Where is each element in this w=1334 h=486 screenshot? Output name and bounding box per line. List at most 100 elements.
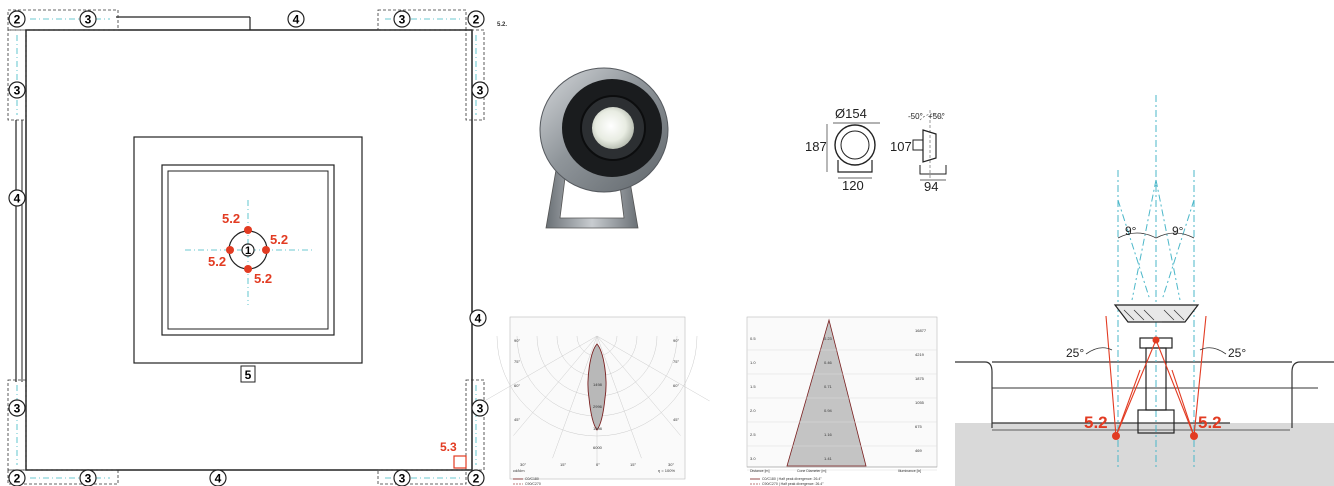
polar-angle-left-2: 60° <box>514 383 520 388</box>
section-fixture-label-left: 5.2 <box>1084 413 1108 432</box>
front-view-lens <box>840 130 870 160</box>
cone-diameter-5: 1.41 <box>824 456 833 461</box>
front-view-bracket <box>837 160 873 173</box>
section-fixture-dot-left <box>1112 432 1120 440</box>
polar-legend-0: C0/C180 <box>525 477 539 481</box>
polar-curve <box>587 343 607 431</box>
svg-text:1: 1 <box>245 245 251 257</box>
plan-corner-fixture-label: 5.3 <box>440 440 457 454</box>
svg-text:3: 3 <box>85 472 92 486</box>
cone-illum-0: 16877 <box>915 328 927 333</box>
polar-bottom-angle-2: 0° <box>596 462 600 467</box>
section-beam-angle-right: 9° <box>1172 224 1184 238</box>
cone-diameter-3: 0.94 <box>824 408 833 413</box>
dim-tilt-plus: +50° <box>928 112 945 121</box>
polar-angle-right-0: 90° <box>673 338 679 343</box>
cone-row-1: 1.0 0.46 4219 <box>747 352 937 375</box>
dim-height: 187 <box>805 139 827 154</box>
cone-col-illum: Illuminance [lx] <box>898 469 921 473</box>
cone-legend-1: C90/C270 | Half peak divergence: 26.4° <box>762 482 824 486</box>
section-ground <box>955 423 1334 486</box>
section-fixture-dot-right <box>1190 432 1198 440</box>
cone-illum-3: 1055 <box>915 400 925 405</box>
plan-outer-frame <box>25 29 473 471</box>
polar-spoke-5 <box>596 335 681 436</box>
polar-efficiency: η = 100% <box>658 468 675 473</box>
polar-value-2: 1698 <box>593 426 603 431</box>
svg-text:3: 3 <box>399 472 406 486</box>
plan-view: 5.2 5.2 5.2 5.2 5.3 <box>7 9 485 485</box>
plan-pool-marker: 5 <box>245 368 252 382</box>
plan-dashed-boxes <box>7 9 485 485</box>
fixture-photo: 5.2. <box>497 22 669 229</box>
polar-spoke-6 <box>596 335 710 402</box>
section-view: 9° 9° 25° 25° 5.2 5.2 <box>955 95 1334 486</box>
section-tilt-angle-right: 25° <box>1228 346 1246 360</box>
side-view-body <box>922 129 937 163</box>
plan-marker-side_long-14: 4 <box>469 309 487 327</box>
cone-illum-1: 4219 <box>915 352 925 357</box>
cone-distance-5: 3.0 <box>750 456 756 461</box>
cone-illum-2: 1875 <box>915 376 925 381</box>
cone-col-distance: Distance [m] <box>750 469 769 473</box>
plan-marker-side_short-8: 3 <box>8 399 26 417</box>
cone-distance-2: 1.5 <box>750 384 756 389</box>
side-view-bracket <box>919 165 947 175</box>
plan-marker-side_short-7: 3 <box>471 81 489 99</box>
polar-bottom-angle-3: 15° <box>630 462 636 467</box>
plan-marker-side_long-13: 4 <box>8 189 26 207</box>
polar-unit: cd/klm <box>513 468 525 473</box>
polar-angle-left-3: 45° <box>514 417 520 422</box>
cone-distance-0: 0.5 <box>750 336 756 341</box>
section-light-beams <box>1105 315 1207 437</box>
plan-marker-center-16: 1 <box>241 243 255 257</box>
cone-col-cone: Cone Diameter [m] <box>797 469 826 473</box>
plan-fixture-label-right: 5.2 <box>270 232 288 247</box>
svg-text:3: 3 <box>14 84 21 98</box>
svg-text:4: 4 <box>475 312 482 326</box>
svg-text:4: 4 <box>293 13 300 27</box>
pool-outer-edge <box>133 136 363 364</box>
dimension-drawings: Ø154 187 120 -50° +50° 107 94 <box>805 106 947 194</box>
polar-angle-right-3: 45° <box>673 417 679 422</box>
plan-marker-corner-3: 2 <box>467 469 485 486</box>
polar-spoke-1 <box>513 335 598 436</box>
cone-illum-4: 675 <box>915 424 922 429</box>
polar-legend-1: C90/C270 <box>525 482 541 486</box>
plan-marker-corner-1: 2 <box>467 10 485 28</box>
fixture-dot-left <box>226 246 234 254</box>
section-fixture-label-right: 5.2 <box>1198 413 1222 432</box>
polar-angle-right-2: 60° <box>673 383 679 388</box>
svg-text:3: 3 <box>477 84 484 98</box>
section-beam-angle-left: 9° <box>1125 224 1137 238</box>
svg-text:4: 4 <box>215 472 222 486</box>
plan-marker-corner-2: 2 <box>8 469 26 486</box>
polar-spoke-2 <box>552 335 598 459</box>
cone-shape <box>786 318 867 467</box>
polar-value-3: 6000 <box>593 445 603 450</box>
plan-marker-side_long-12: 4 <box>287 10 305 28</box>
plan-axis-lines <box>16 18 477 479</box>
fixture-lens <box>592 107 634 149</box>
svg-text:2: 2 <box>14 472 21 486</box>
cone-diameter-2: 0.71 <box>824 384 833 389</box>
polar-bottom-angle-0: 30° <box>520 462 526 467</box>
polar-value-0: 1498 <box>593 382 603 387</box>
cone-distance-1: 1.0 <box>750 360 756 365</box>
plan-marker-side_short-10: 3 <box>79 469 97 486</box>
corner-fixture-box <box>453 455 467 469</box>
fixture-dot-right <box>262 246 270 254</box>
polar-angle-left-1: 75° <box>514 359 520 364</box>
cone-diameter-4: 1.16 <box>824 432 833 437</box>
polar-bottom-angle-1: 15° <box>560 462 566 467</box>
svg-text:4: 4 <box>14 192 21 206</box>
svg-text:3: 3 <box>399 13 406 27</box>
fixture-dot-top <box>244 226 252 234</box>
cone-diameter-1: 0.46 <box>824 360 833 365</box>
cone-distance-3: 2.0 <box>750 408 756 413</box>
fixture-photo-label: 5.2. <box>497 22 507 28</box>
plan-marker-side_long-15: 4 <box>209 469 227 486</box>
